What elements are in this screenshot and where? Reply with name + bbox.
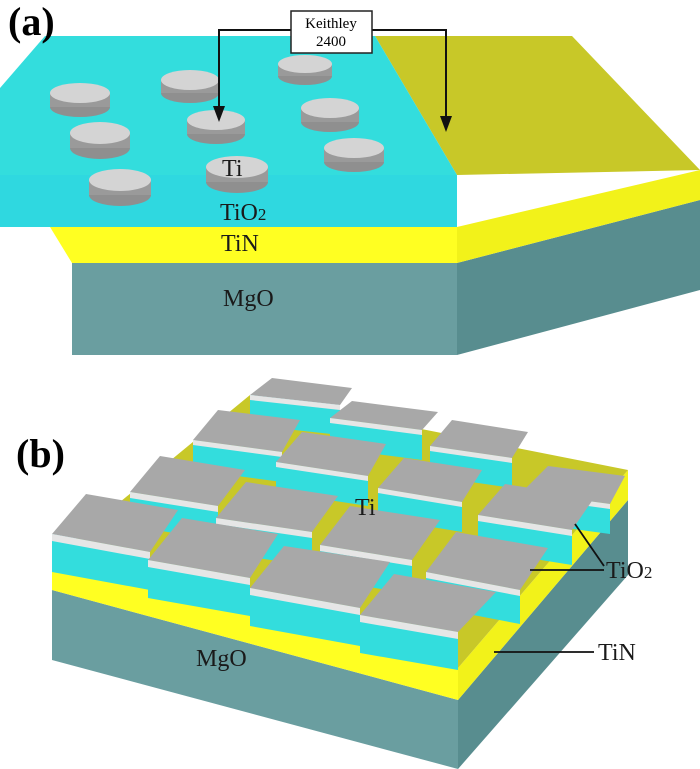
ti-label-a: Ti [222,156,243,182]
pillar [52,494,178,590]
ti-disk [278,55,332,85]
panel-b-tag: (b) [16,431,65,476]
mgo-substrate-side-b [458,500,628,769]
mgo-label-a: MgO [223,286,274,312]
ti-disk [50,83,110,117]
ti-disk [301,98,359,132]
ti-disk [161,70,219,103]
tio2-label-a: TiO2 [220,200,266,226]
mgo-label-b: MgO [196,646,247,672]
pillar [250,546,390,646]
mgo-substrate-front [72,263,457,355]
panel-a: Keithley 2400 (a) Ti TiO2 TiN MgO [0,0,700,355]
tin-top-surface [375,36,700,175]
tio2-label-b: TiO2 [606,558,652,584]
keithley-label-line1: Keithley [305,16,357,32]
wire-left [218,29,291,110]
ti-disk [187,110,245,144]
pillar [430,420,528,488]
ti-disk [206,156,268,193]
panel-b: (b) Ti TiO2 TiN MgO [16,378,652,769]
pillar [360,574,496,670]
annotation-lines-b [494,523,605,653]
mgo-substrate-side [457,200,700,355]
ti-label-b: Ti [355,495,376,521]
wire-right-arrowhead [440,116,452,132]
ti-disk [70,122,130,159]
tin-label-a: TiN [221,231,259,257]
keithley-box [290,10,373,54]
tin-layer-front [50,227,457,263]
tin-label-b: TiN [598,640,636,666]
pillar [148,518,278,616]
keithley-label-line2: 2400 [316,34,346,50]
mgo-substrate-front-b [52,590,458,769]
keithley-wires [218,29,447,120]
tin-layer-side [457,170,700,263]
pillar-array [52,378,625,670]
wire-left-arrowhead [213,106,225,122]
pillar [193,410,300,482]
ti-disk [324,138,384,172]
wire-right [372,29,447,120]
ti-electrode-disks [50,55,384,206]
ti-disk [89,169,151,206]
tio2-pointer-1 [574,523,605,567]
panel-a-tag: (a) [8,0,55,44]
